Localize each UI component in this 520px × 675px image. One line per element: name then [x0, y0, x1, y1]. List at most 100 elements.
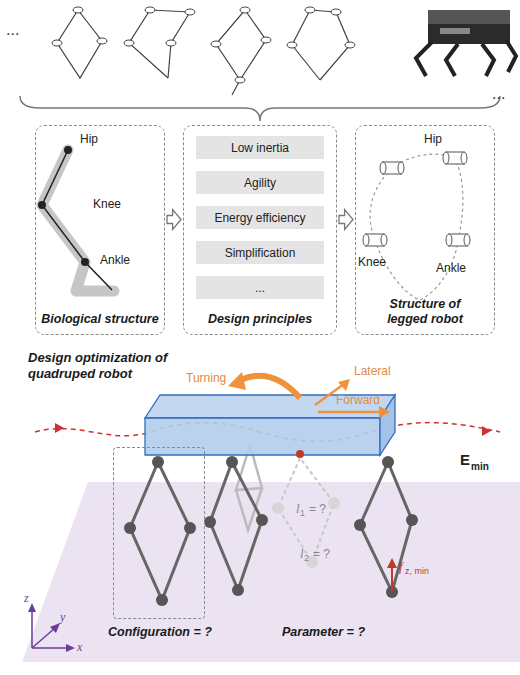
node-text: Simplification [225, 246, 296, 260]
forward-arrow [318, 411, 380, 414]
axis-arrowhead [28, 603, 36, 612]
force-arrowhead [387, 558, 397, 568]
dashed-linkage [370, 154, 463, 300]
joint-symbol [261, 37, 271, 43]
joint-symbol [235, 77, 245, 83]
principle-box: Energy efficiency [196, 206, 324, 229]
linkage-line [129, 10, 168, 78]
leg-sketch [57, 10, 350, 95]
axis-label: z [24, 592, 29, 604]
axis-label: x [77, 641, 82, 653]
joint-symbol [73, 7, 83, 13]
cylinder-joint [464, 234, 470, 246]
length-subscript: 2 [304, 554, 309, 563]
force-symbol: f [399, 560, 403, 573]
axis-line [31, 610, 33, 648]
linkage-line [216, 10, 266, 80]
node-text: Design principles [186, 312, 334, 327]
body-side-face [380, 395, 395, 455]
forward-arrowhead [379, 406, 390, 418]
joint-name: Knee [93, 198, 121, 210]
joint-symbol [305, 7, 315, 13]
ghost-joint [272, 497, 340, 568]
parameter-label: Parameter = ? [282, 626, 365, 639]
axis-label: y [60, 611, 65, 623]
axis-arrowhead [50, 623, 60, 633]
leg-joint [226, 456, 238, 468]
joint-symbol [211, 41, 221, 47]
joint-name: Hip [80, 133, 98, 145]
joint-dot [81, 258, 89, 266]
ghost-leg [278, 458, 334, 562]
leg-joint [156, 594, 168, 606]
node-text: Biological structure [38, 312, 162, 327]
linkage-line [150, 10, 190, 12]
robot-leg [446, 44, 458, 76]
node-text: Configuration = ? [108, 625, 212, 639]
length-unknown: = ? [309, 503, 326, 515]
cylinder-joint [443, 152, 449, 164]
leg-joint [204, 516, 216, 528]
robot-leg [482, 44, 494, 76]
principle-box: Low inertia [196, 136, 324, 159]
length-symbol: l [300, 547, 304, 560]
robot-leg [416, 42, 432, 76]
cylinder-joint [461, 152, 467, 164]
axis-line [32, 647, 68, 649]
node-text: Energy efficiency [214, 211, 305, 225]
joint-name: Knee [358, 256, 386, 268]
leg-joint [124, 522, 136, 534]
trajectory-arrowhead [482, 426, 491, 436]
ghost-joint [272, 502, 284, 514]
leg-skeleton [42, 150, 112, 290]
motion-label: Turning [186, 372, 226, 384]
section-title: Design optimization of quadruped robot [28, 350, 203, 382]
lateral-arrowhead [338, 379, 350, 391]
joint-symbol [52, 40, 62, 46]
leg-joint [184, 522, 196, 534]
leg-link [360, 462, 412, 592]
length-unknown: = ? [313, 548, 330, 560]
leg-joint [152, 456, 164, 468]
concept-panel: Design principlesLow inertiaAgilityEnerg… [183, 125, 337, 335]
node-text: ... [255, 281, 265, 295]
length-subscript: 1 [300, 509, 305, 518]
body-front-face [145, 418, 380, 455]
ghost-joint [328, 497, 340, 509]
curly-brace [20, 96, 500, 121]
body-top-face [145, 395, 395, 418]
leg-link [210, 462, 262, 590]
joint-symbol [345, 42, 355, 48]
ground-plane [22, 482, 520, 662]
concept-panel: Structure of legged robot [355, 125, 495, 335]
com-dot [296, 450, 304, 458]
turning-arrow [240, 376, 300, 398]
robot-leg [130, 462, 412, 600]
axis-line [32, 628, 55, 648]
linkage-line [57, 10, 102, 78]
axis-line [32, 610, 68, 648]
robot-body [428, 24, 510, 44]
cylinder-joint [363, 234, 369, 246]
robot-leg [506, 40, 516, 72]
cylinder-joint [380, 162, 386, 174]
joint-name: Hip [424, 133, 442, 145]
ellipsis: ... [6, 22, 19, 38]
node-text: Structure of legged robot [374, 297, 476, 327]
leg-joint [354, 519, 366, 531]
leg-link [130, 462, 190, 600]
motion-label: Lateral [354, 365, 391, 377]
leg-joint [232, 584, 244, 596]
concept-panel: Biological structure [35, 125, 165, 335]
joint-symbol [52, 7, 355, 83]
joint-dot [38, 201, 46, 209]
joint-dot [64, 146, 72, 154]
leg-joint [256, 514, 268, 526]
axis-arrowhead [66, 644, 75, 652]
robot-photo [416, 10, 516, 76]
joint-symbol [331, 9, 341, 15]
principle-box: ... [196, 276, 324, 299]
